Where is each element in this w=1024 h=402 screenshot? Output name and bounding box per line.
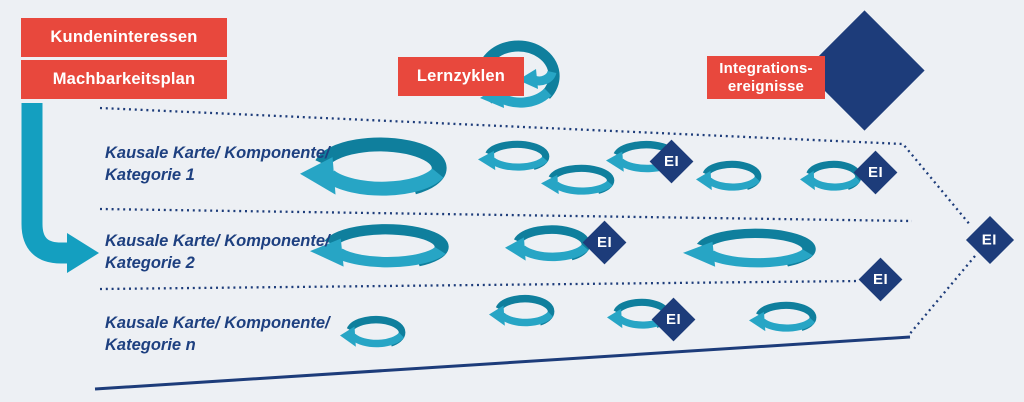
- loop-arrow-icon: [310, 224, 449, 268]
- loop-arrow-icon: [800, 160, 862, 191]
- ei-label: EI: [596, 234, 613, 251]
- kundeninteressen-box: Kundeninteressen: [21, 18, 227, 57]
- loop-arrow-icon: [340, 315, 406, 348]
- ei-label: EI: [663, 153, 680, 170]
- lane-label-kategorie-n: Kausale Karte/ Komponente/ Kategorie n: [105, 312, 330, 356]
- loop-arrow-icon: [478, 140, 550, 171]
- ei-label: EI: [982, 231, 998, 249]
- machbarkeitsplan-box: Machbarkeitsplan: [21, 60, 227, 99]
- loop-arrow-icon: [749, 301, 817, 332]
- loop-arrow-icon: [541, 164, 615, 195]
- ei-label: EI: [665, 311, 682, 328]
- loop-arrow-icon: [300, 137, 447, 196]
- loop-arrow-icon: [489, 294, 555, 327]
- loop-arrow-icon: [505, 225, 591, 262]
- lane-label-line1: Kausale Karte/ Komponente/: [105, 232, 330, 250]
- lane-label-line2: Kategorie 1: [105, 166, 195, 184]
- machbarkeitsplan-label: Machbarkeitsplan: [52, 69, 196, 88]
- lane-label-line2: Kategorie n: [105, 336, 196, 354]
- lernzyklen-label: Lernzyklen: [416, 66, 506, 85]
- lane-label-kategorie-1: Kausale Karte/ Komponente/ Kategorie 1: [105, 142, 330, 186]
- ei-label: EI: [867, 164, 884, 181]
- lane-label-line1: Kausale Karte/ Komponente/: [105, 314, 330, 332]
- lane-divider-middle-dotted-line: [99, 207, 913, 223]
- lernzyklen-box: Lernzyklen: [398, 57, 524, 96]
- loop-arrow-icon: [696, 160, 762, 191]
- loop-arrow-icon: [683, 228, 816, 268]
- integrationsereignisse-label-line2: ereignisse: [727, 77, 805, 95]
- flow-down-right-arrow-icon: [21, 103, 99, 273]
- lane-divider-lower-dotted-line: [99, 279, 860, 291]
- lane-label-line2: Kategorie 2: [105, 254, 195, 272]
- lane-divider-top-dotted-line: [99, 106, 972, 227]
- bottom-boundary-line: [94, 335, 911, 391]
- integrationsereignisse-label-line1: Integrations-: [719, 59, 813, 77]
- integrationsereignisse-box: Integrations- ereignisse: [707, 56, 825, 99]
- iteration-loops-group: [300, 137, 862, 348]
- ei-label: EI: [872, 271, 889, 288]
- lane-label-kategorie-2: Kausale Karte/ Komponente/ Kategorie 2: [105, 230, 330, 274]
- lane-label-line1: Kausale Karte/ Komponente/: [105, 144, 330, 162]
- convergence-dotted-line: [907, 255, 976, 337]
- kundeninteressen-label: Kundeninteressen: [50, 27, 198, 46]
